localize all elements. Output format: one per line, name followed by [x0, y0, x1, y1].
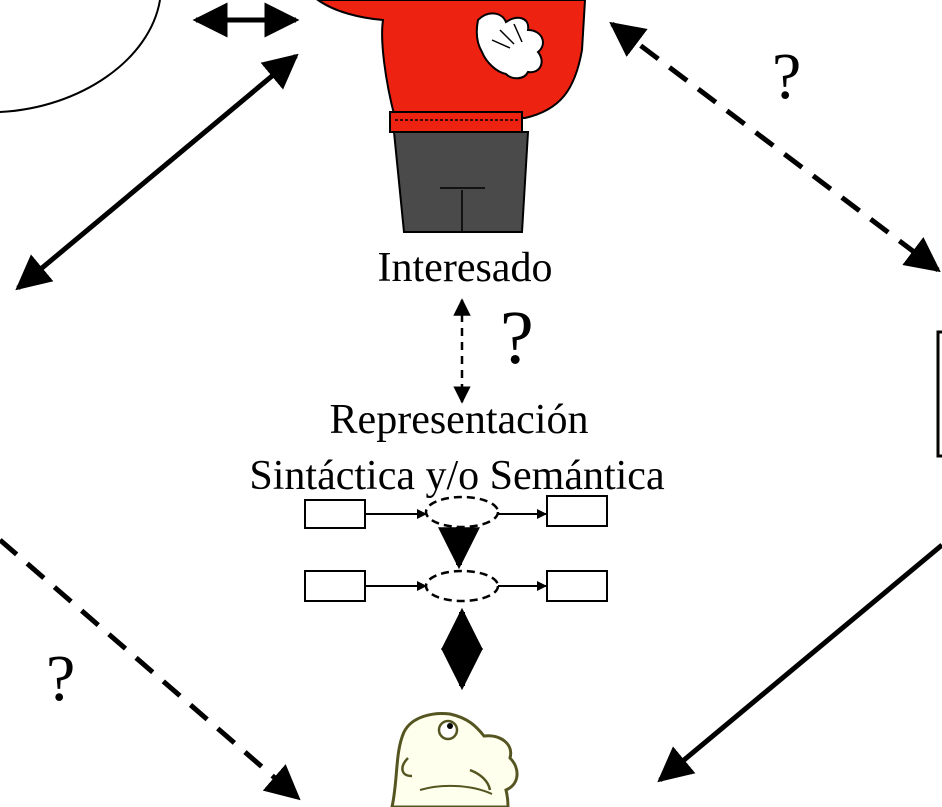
- question-mark-bottom-left: ?: [46, 642, 76, 715]
- graph-row-1: [304, 495, 608, 529]
- graph-node-box: [304, 499, 366, 529]
- graph-node-box: [304, 570, 366, 602]
- dashed-arrow-left-creature: [0, 538, 301, 801]
- dashed-arrow-person-right: [609, 21, 941, 273]
- question-mark-top-right: ?: [772, 40, 802, 113]
- label-interesado: Interesado: [377, 245, 553, 291]
- label-sintactica-semantica: Sintáctica y/o Semántica: [249, 453, 665, 499]
- person-red-sweater-icon: [316, 0, 587, 233]
- cartoon-creature-icon: [390, 712, 519, 807]
- graph-relation-ellipse: [424, 569, 500, 603]
- arrow-right-creature: [657, 543, 942, 783]
- question-mark-center: ?: [500, 296, 534, 380]
- label-representacion: Representación: [329, 397, 589, 443]
- graph-relation-ellipse: [424, 495, 500, 529]
- circle-arc: [0, 0, 161, 113]
- graph-node-box: [546, 570, 608, 602]
- graph-node-box: [546, 495, 608, 527]
- arrow-person-left: [15, 53, 299, 291]
- graph-row-2: [304, 569, 608, 603]
- right-edge-box: [936, 330, 942, 458]
